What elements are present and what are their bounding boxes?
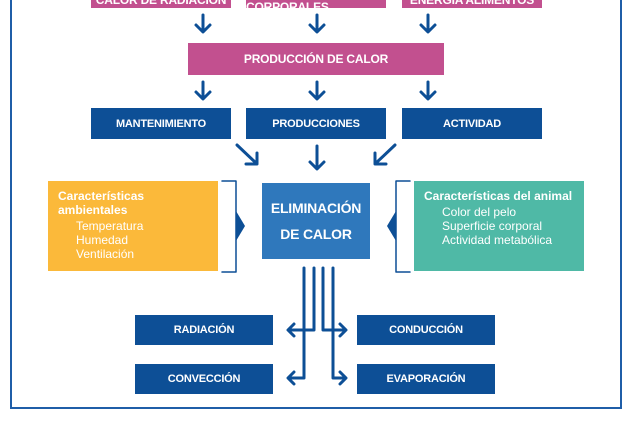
down-arrow-icon <box>194 13 212 34</box>
animal-card: Características del animal Color del pel… <box>414 181 584 271</box>
heat-elimination-line2: DE CALOR <box>280 226 352 242</box>
down-arrow-icon <box>194 80 212 101</box>
mechanism-conduction: CONDUCCIÓN <box>357 315 495 345</box>
left-bracket-icon <box>221 180 237 273</box>
heat-elimination-box: ELIMINACIÓN DE CALOR <box>262 183 370 259</box>
left-pointer-icon <box>387 211 396 241</box>
animal-title: Características del animal <box>424 189 573 203</box>
right-bracket-icon <box>395 180 411 273</box>
use-maintenance: MANTENIMIENTO <box>91 108 231 139</box>
animal-item: Actividad metabólica <box>442 233 553 247</box>
diagonal-arrow-icon <box>373 143 397 166</box>
mechanism-convection: CONVECCIÓN <box>135 364 273 394</box>
heat-production-box: PRODUCCIÓN DE CALOR <box>188 43 444 75</box>
animal-item: Color del pelo <box>442 205 517 219</box>
animal-item: Superficie corporal <box>442 219 543 233</box>
top-box-food-energy: ENERGÍA ALIMENTOS <box>402 0 542 8</box>
use-activity: ACTIVIDAD <box>402 108 542 139</box>
environment-item: Temperatura <box>76 219 144 233</box>
down-arrow-icon <box>308 13 326 34</box>
down-arrow-icon <box>419 80 437 101</box>
heat-elimination-line1: ELIMINACIÓN <box>270 200 362 216</box>
use-productions: PRODUCCIONES <box>246 108 386 139</box>
down-arrow-icon <box>308 144 326 171</box>
top-box-radiation-heat: CALOR DE RADIACIÓN <box>91 0 231 8</box>
diagonal-arrow-icon <box>235 143 259 166</box>
down-arrow-icon <box>419 13 437 34</box>
split-arrows-icon <box>286 266 348 386</box>
diagram-frame <box>10 0 622 409</box>
environment-title: Características ambientales <box>58 189 145 217</box>
environment-card: Características ambientales Temperatura … <box>48 181 218 271</box>
mechanism-radiation: RADIACIÓN <box>135 315 273 345</box>
down-arrow-icon <box>308 80 326 101</box>
environment-item: Ventilación <box>76 247 135 261</box>
environment-item: Humedad <box>76 233 129 247</box>
right-pointer-icon <box>236 211 245 241</box>
mechanism-evaporation: EVAPORACIÓN <box>357 364 495 394</box>
